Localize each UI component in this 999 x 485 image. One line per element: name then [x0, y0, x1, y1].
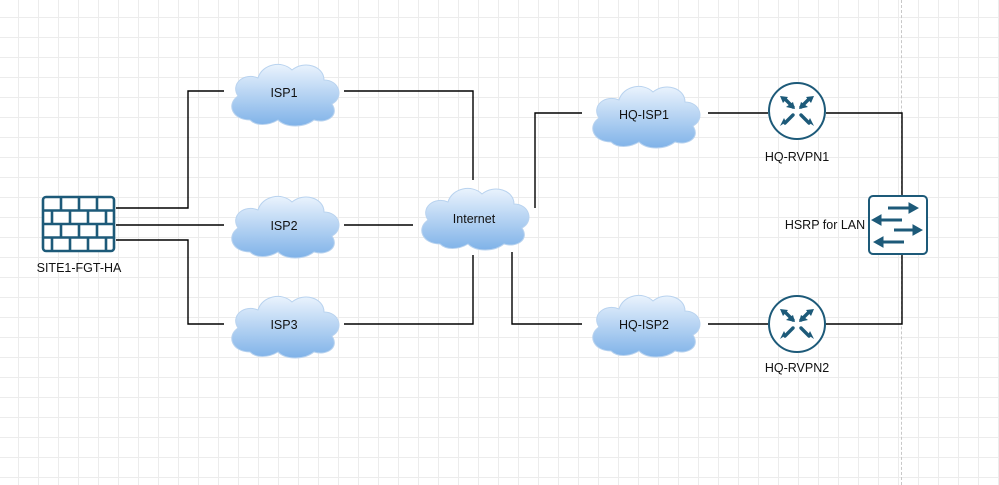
- hq-rvpn1-label: HQ-RVPN1: [765, 150, 829, 164]
- isp3-label: ISP3: [270, 318, 297, 332]
- link-isp3-internet[interactable]: [344, 255, 474, 325]
- firewall-node[interactable]: SITE1-FGT-HA: [37, 195, 122, 275]
- switch-icon: [868, 195, 928, 255]
- isp3-cloud[interactable]: ISP3: [231, 295, 340, 359]
- isp2-cloud[interactable]: ISP2: [231, 195, 340, 259]
- isp1-label: ISP1: [270, 86, 297, 100]
- link-rvpn2-switch[interactable]: [826, 255, 903, 325]
- link-firewall-isp1[interactable]: [116, 90, 224, 209]
- link-firewall-isp3[interactable]: [116, 239, 224, 325]
- isp2-label: ISP2: [270, 219, 297, 233]
- router-icon: [768, 82, 826, 140]
- hq-rvpn1-router[interactable]: HQ-RVPN1: [765, 82, 829, 164]
- hq-isp1-cloud[interactable]: HQ-ISP1: [592, 85, 701, 149]
- firewall-label: SITE1-FGT-HA: [37, 261, 122, 275]
- hq-rvpn2-router[interactable]: HQ-RVPN2: [765, 295, 829, 375]
- hq-isp2-cloud[interactable]: HQ-ISP2: [592, 294, 701, 358]
- internet-cloud[interactable]: Internet: [421, 187, 530, 251]
- lan-switch-node[interactable]: HSRP for LAN: [785, 195, 928, 255]
- connectors: [116, 90, 903, 325]
- hq-rvpn2-label: HQ-RVPN2: [765, 361, 829, 375]
- lan-switch-label: HSRP for LAN: [785, 218, 865, 232]
- link-internet-hqisp2[interactable]: [511, 252, 582, 325]
- hq-isp2-label: HQ-ISP2: [619, 318, 669, 332]
- link-internet-hqisp1[interactable]: [534, 112, 582, 208]
- firewall-icon: [41, 195, 116, 253]
- isp1-cloud[interactable]: ISP1: [231, 63, 340, 127]
- link-isp1-internet[interactable]: [344, 90, 474, 180]
- link-rvpn1-switch[interactable]: [826, 112, 903, 196]
- hq-isp1-label: HQ-ISP1: [619, 108, 669, 122]
- internet-label: Internet: [453, 212, 496, 226]
- router-icon: [768, 295, 826, 353]
